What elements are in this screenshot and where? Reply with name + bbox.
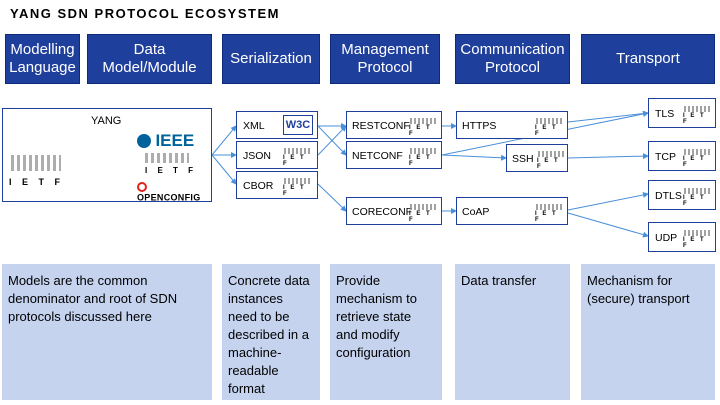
arrow-netconf-ssh	[441, 154, 507, 161]
arrow-yang-xml	[211, 125, 237, 156]
restconf-label: RESTCONF	[352, 120, 410, 132]
ietf-logo: I E T F	[9, 155, 65, 189]
cbor-label: CBOR	[243, 180, 274, 192]
netconf-label: NETCONF	[352, 150, 403, 162]
arrow-coap-udp	[567, 212, 649, 238]
restconf-box: RESTCONF I E T F	[346, 111, 442, 139]
arrow-json-restconf	[317, 125, 347, 156]
ietf-logo: I E T F	[683, 230, 713, 249]
description-serialization: Concrete data instances need to be descr…	[222, 264, 320, 400]
yang-box: YANG I E T F IEEE I E T F OPENCONFIG	[2, 108, 212, 202]
openconfig-logo: OPENCONFIG	[137, 181, 211, 202]
netconf-box: NETCONF I E T F	[346, 141, 442, 169]
udp-label: UDP	[655, 232, 678, 244]
tcp-box: TCP I E T F	[648, 141, 716, 171]
coreconf-box: CORECONF I E T F	[346, 197, 442, 225]
ietf-logo: I E T F	[283, 178, 313, 197]
ieee-logo: IEEE	[137, 131, 194, 151]
dtls-box: DTLS I E T F	[648, 180, 716, 210]
tls-box: TLS I E T F	[648, 98, 716, 128]
description-communication: Data transfer	[455, 264, 570, 400]
header-modelling-language: Modelling Language	[5, 34, 80, 84]
ietf-logo: I E T F	[683, 106, 713, 125]
description-management: Provide mechanism to retrieve state and …	[330, 264, 442, 400]
ietf-logo: I E T F	[283, 148, 313, 167]
description-transport: Mechanism for (secure) transport	[581, 264, 715, 400]
ietf-logo: I E T F	[537, 151, 567, 170]
cbor-box: CBOR I E T F	[236, 171, 318, 199]
arrow-coap-dtls	[567, 192, 649, 211]
tls-label: TLS	[655, 108, 675, 120]
xml-label: XML	[243, 120, 265, 132]
arrow-ssh-tcp	[567, 153, 649, 160]
description-models: Models are the common denominator and ro…	[2, 264, 212, 400]
json-box: JSON I E T F	[236, 141, 318, 169]
coreconf-label: CORECONF	[352, 206, 413, 218]
json-label: JSON	[243, 150, 272, 162]
coap-label: CoAP	[462, 206, 490, 218]
page-title: YANG SDN PROTOCOL ECOSYSTEM	[10, 6, 280, 21]
ietf-logo: I E T F	[409, 118, 439, 137]
ietf-logo: I E T F	[683, 188, 713, 207]
dtls-label: DTLS	[655, 190, 682, 202]
header-data-model: Data Model/Module	[87, 34, 212, 84]
ietf-logo: I E T F	[535, 204, 565, 223]
https-box: HTTPS I E T F	[456, 111, 568, 139]
xml-box: XML W3C	[236, 111, 318, 139]
arrow-cbor-coreconf	[317, 183, 347, 212]
ietf-logo: I E T F	[683, 149, 713, 168]
ssh-box: SSH I E T F	[506, 144, 568, 172]
ietf-logo-small: I E T F	[141, 153, 197, 183]
header-transport: Transport	[581, 34, 715, 84]
header-management-protocol: Management Protocol	[330, 34, 440, 84]
https-label: HTTPS	[462, 120, 497, 132]
yang-label: YANG	[91, 115, 122, 127]
w3c-logo: W3C	[283, 115, 313, 135]
tcp-label: TCP	[655, 151, 676, 163]
ietf-logo: I E T F	[409, 148, 439, 167]
ietf-logo: I E T F	[535, 118, 565, 137]
arrow-https-tls	[567, 110, 649, 123]
ssh-label: SSH	[512, 153, 534, 165]
udp-box: UDP I E T F	[648, 222, 716, 252]
arrow-yang-cbor	[211, 154, 237, 185]
ietf-logo: I E T F	[409, 204, 439, 223]
header-communication-protocol: Communication Protocol	[455, 34, 570, 84]
coap-box: CoAP I E T F	[456, 197, 568, 225]
header-serialization: Serialization	[222, 34, 320, 84]
